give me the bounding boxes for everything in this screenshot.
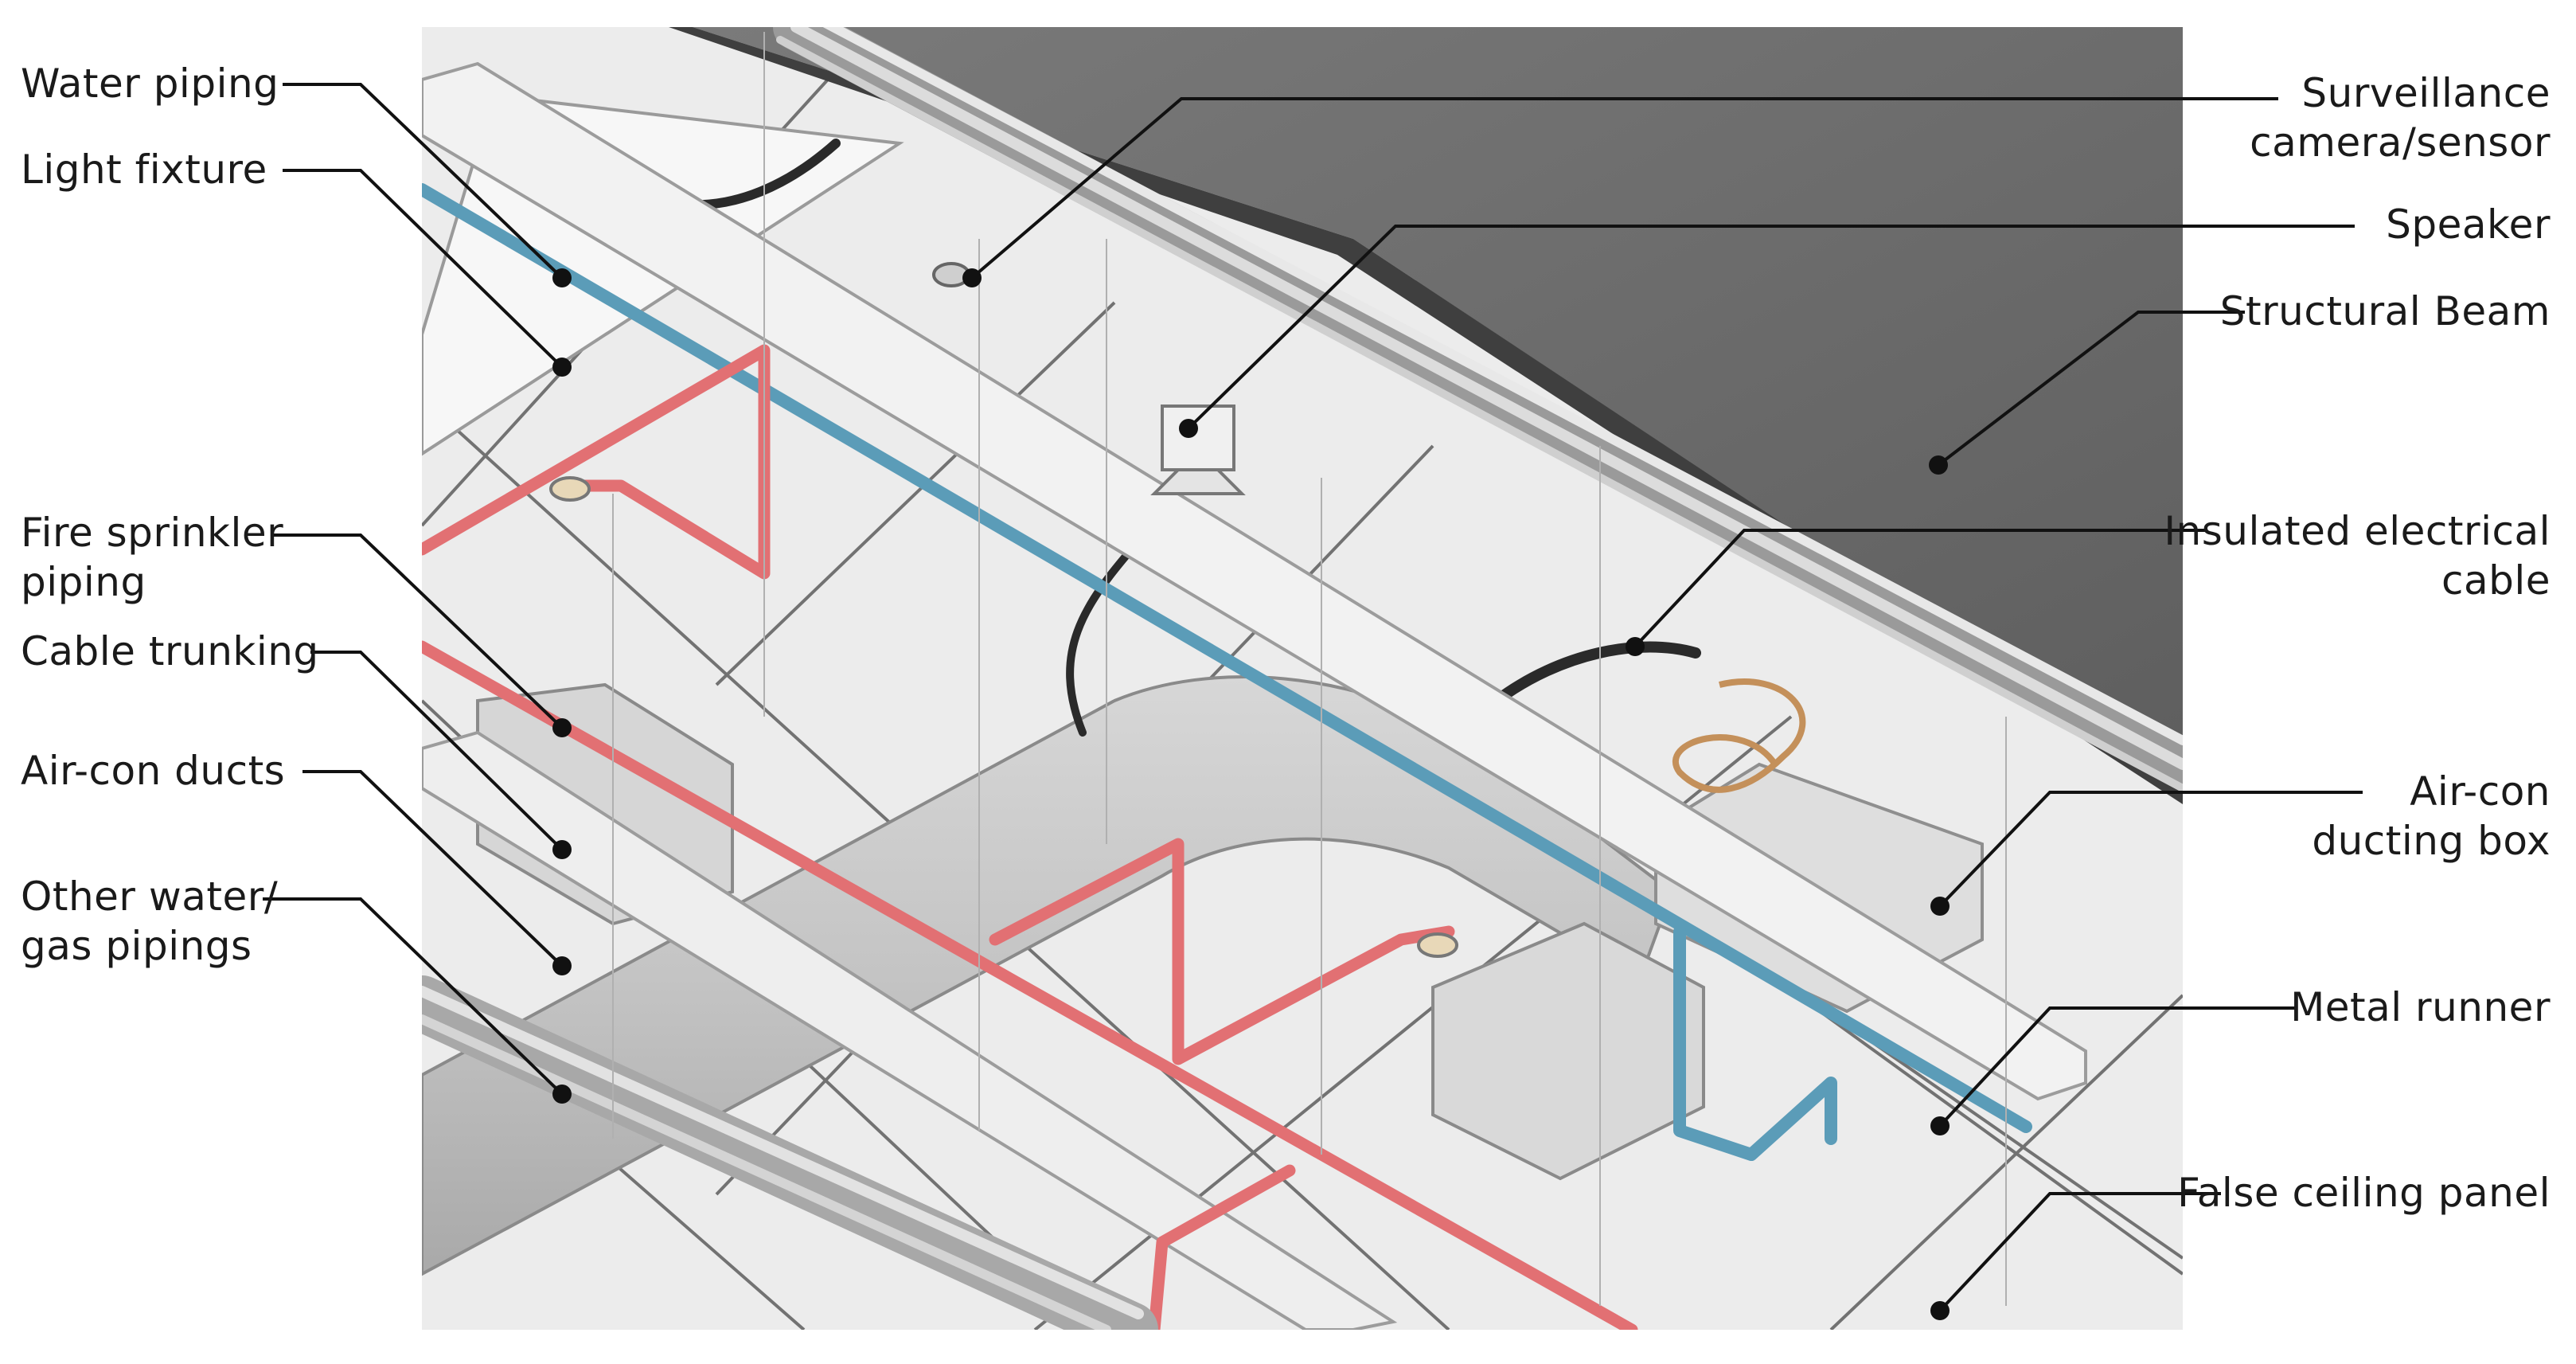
label-other-water-gas-pipings: Other water/ gas pipings: [21, 872, 278, 971]
scene-illustration: [422, 27, 2183, 1330]
leader-insulated-cable: [1633, 529, 2205, 648]
label-insulated-cable-line1: Insulated electrical: [2164, 508, 2551, 554]
leader-light-fixture: [283, 169, 564, 369]
speaker: [1150, 405, 1246, 495]
label-surveillance-camera-sensor: Surveillance camera/sensor: [2250, 68, 2551, 167]
leader-fire-sprinkler: [271, 533, 564, 729]
label-fire-sprinkler-line2: piping: [21, 559, 146, 605]
label-metal-runner: Metal runner: [2290, 984, 2551, 1030]
leader-lines: [263, 83, 2363, 1312]
leader-water-piping: [283, 83, 564, 279]
leader-other-pipings: [263, 897, 564, 1096]
fire-sprinkler-piping: [422, 344, 1638, 1330]
label-insulated-electrical-cable: Insulated electrical cable: [2164, 506, 2551, 605]
cable-trunking: [422, 61, 2087, 1101]
leader-metal-runner: [1938, 1006, 2296, 1128]
leader-surveillance: [970, 97, 2278, 279]
label-other-pipings-line1: Other water/: [21, 874, 279, 920]
water-piping: [422, 183, 2032, 1133]
label-structural-beam: Structural Beam: [2219, 288, 2551, 334]
leader-air-con-ducts: [302, 770, 564, 967]
label-speaker: Speaker: [2386, 201, 2551, 248]
insulated-electrical-cable: [1672, 678, 1806, 793]
leader-air-con-box: [1938, 791, 2363, 908]
label-other-pipings-line2: gas pipings: [21, 923, 252, 969]
beam-cable-tray: [773, 27, 2183, 792]
label-air-con-box-line2: ducting box: [2312, 818, 2551, 864]
label-fire-sprinkler-piping: Fire sprinkler piping: [21, 508, 283, 607]
label-surveillance-line1: Surveillance: [2301, 70, 2551, 116]
label-water-piping: Water piping: [21, 61, 279, 107]
structural-beam: [693, 27, 2183, 788]
label-light-fixture: Light fixture: [21, 147, 267, 193]
label-false-ceiling-panel: False ceiling panel: [2177, 1170, 2551, 1216]
hanger-rods: [612, 32, 2007, 1306]
label-air-con-ducting-box: Air-con ducting box: [2312, 767, 2551, 866]
label-cable-trunking: Cable trunking: [21, 628, 319, 674]
label-surveillance-line2: camera/sensor: [2250, 119, 2551, 166]
leader-structural-beam: [1937, 311, 2245, 467]
leader-cable-trunking: [310, 651, 564, 851]
label-insulated-cable-line2: cable: [2441, 557, 2551, 604]
label-fire-sprinkler-line1: Fire sprinkler: [21, 510, 284, 556]
leader-dots: [552, 268, 1950, 1320]
label-air-con-box-line1: Air-con: [2410, 768, 2551, 815]
leader-false-ceiling: [1938, 1192, 2221, 1312]
leader-speaker: [1187, 225, 2355, 430]
label-air-con-ducts: Air-con ducts: [21, 748, 286, 794]
